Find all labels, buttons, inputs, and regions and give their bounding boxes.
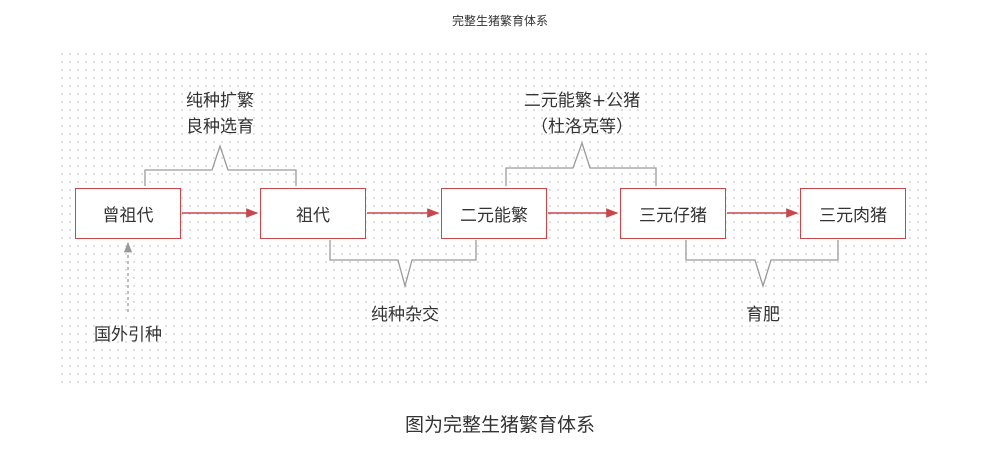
node-great-grandparent: 曾祖代 <box>75 188 181 239</box>
node-three-way-hog: 三元肉猪 <box>800 188 906 239</box>
label-crossbreeding: 纯种杂交 <box>371 305 439 325</box>
bracket-purebred <box>144 143 297 186</box>
label-fattening: 育肥 <box>746 305 780 325</box>
bracket-fattening <box>685 240 839 289</box>
bracket-sow-boar <box>505 140 657 186</box>
label-purebred: 纯种扩繁 良种选育 <box>150 88 290 140</box>
label-purebred-line1: 纯种扩繁 <box>186 91 254 111</box>
label-sow-boar-line2: （杜洛克等） <box>531 117 633 137</box>
label-sow-boar: 二元能繁+公猪 （杜洛克等） <box>500 88 664 140</box>
figure-caption: 图为完整生猪繁育体系 <box>404 414 595 436</box>
chart-title: 完整生猪繁育体系 <box>451 14 548 28</box>
label-import: 国外引种 <box>94 325 162 345</box>
label-purebred-line2: 良种选育 <box>186 117 254 137</box>
label-sow-boar-line1: 二元能繁+公猪 <box>523 91 641 111</box>
bracket-crossbreeding <box>329 240 477 289</box>
node-grandparent: 祖代 <box>260 188 366 239</box>
node-three-way-piglet: 三元仔猪 <box>620 188 726 239</box>
node-two-way-sow: 二元能繁 <box>441 188 547 239</box>
